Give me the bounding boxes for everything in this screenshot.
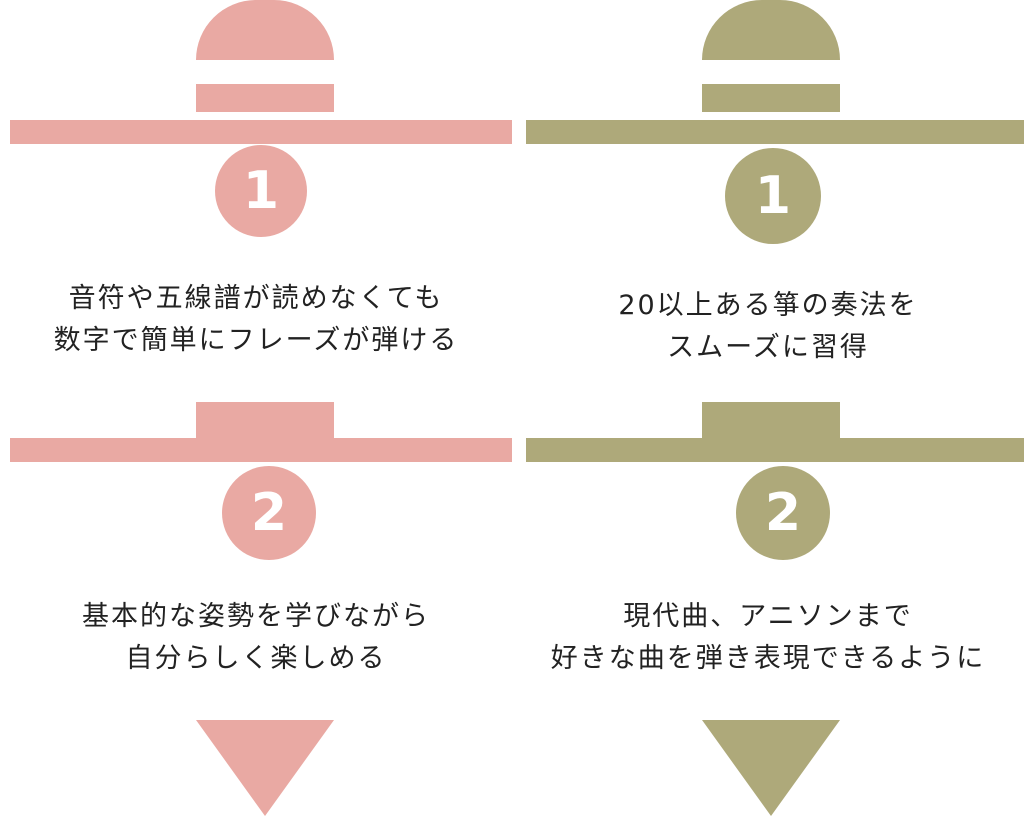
dome-shape (196, 0, 334, 60)
step-description: 現代曲、アニソンまで 好きな曲を弾き表現できるように (512, 596, 1024, 680)
stripe-shape (702, 84, 840, 112)
step-description-line: スムーズに習得 (667, 332, 869, 363)
down-arrow-icon (196, 720, 334, 816)
right-flow: 1 20以上ある箏の奏法を スムーズに習得 2 現代曲、アニソンまで 好きな曲を… (512, 0, 1024, 819)
step-description: 基本的な姿勢を学びながら 自分らしく楽しめる (0, 596, 512, 680)
step-number-badge: 1 (215, 145, 307, 237)
step-description: 音符や五線譜が読めなくても 数字で簡単にフレーズが弾ける (0, 278, 512, 362)
step-description: 20以上ある箏の奏法を スムーズに習得 (512, 285, 1024, 369)
step-description-line: 好きな曲を弾き表現できるように (550, 643, 986, 674)
bump-shape (702, 402, 840, 438)
step-number-badge: 2 (222, 466, 316, 560)
step-description-line: 20以上ある箏の奏法を (618, 290, 918, 321)
step-description-line: 現代曲、アニソンまで (623, 601, 913, 632)
divider-bar (526, 120, 1024, 144)
left-flow: 1 音符や五線譜が読めなくても 数字で簡単にフレーズが弾ける 2 基本的な姿勢を… (0, 0, 512, 816)
stripe-shape (196, 84, 334, 112)
step-number-badge: 1 (725, 148, 821, 244)
dome-shape (702, 0, 840, 60)
step-description-line: 自分らしく楽しめる (125, 643, 387, 674)
step-description-line: 音符や五線譜が読めなくても (68, 283, 444, 314)
bump-shape (196, 402, 334, 438)
step-description-line: 基本的な姿勢を学びながら (82, 601, 430, 632)
divider-bar (10, 120, 512, 144)
down-arrow-icon (702, 720, 840, 816)
divider-bar (10, 438, 512, 462)
step-number-badge: 2 (736, 466, 830, 560)
divider-bar (526, 438, 1024, 462)
step-description-line: 数字で簡単にフレーズが弾ける (53, 325, 459, 356)
